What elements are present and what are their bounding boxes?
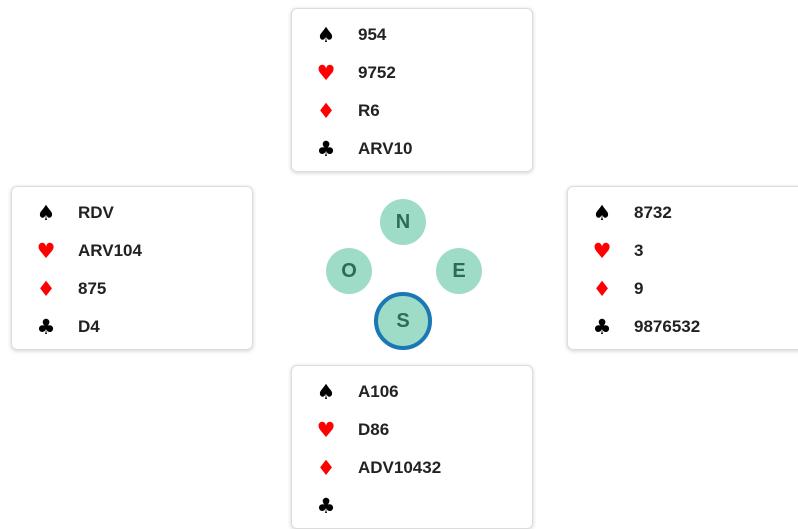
west-hearts-cards: ARV104 — [78, 241, 142, 260]
south-spades-cards: A106 — [358, 382, 399, 401]
spade-icon: ♠ — [592, 201, 612, 225]
west-spades-row: ♠ RDV — [12, 194, 114, 232]
south-diamonds-row: ♦ ADV10432 — [292, 449, 442, 487]
heart-icon: ♥ — [592, 239, 612, 263]
diamond-icon: ♦ — [316, 99, 336, 123]
east-clubs-row: ♣ 9876532 — [568, 308, 701, 346]
heart-icon: ♥ — [316, 61, 336, 85]
west-hearts-row: ♥ ARV104 — [12, 232, 142, 270]
north-clubs-row: ♣ ARV10 — [292, 130, 413, 168]
north-hand: ♠ 954 ♥ 9752 ♦ R6 ♣ ARV10 — [291, 8, 533, 172]
west-diamonds-row: ♦ 875 — [12, 270, 107, 308]
west-spades-cards: RDV — [78, 203, 114, 222]
north-clubs-cards: ARV10 — [358, 139, 413, 158]
spade-icon: ♠ — [316, 380, 336, 404]
north-hearts-row: ♥ 9752 — [292, 54, 396, 92]
north-diamonds-cards: R6 — [358, 101, 380, 120]
club-icon: ♣ — [592, 315, 612, 339]
west-hand: ♠ RDV ♥ ARV104 ♦ 875 ♣ D4 — [11, 186, 253, 350]
seat-north-button[interactable]: N — [380, 199, 426, 245]
south-diamonds-cards: ADV10432 — [358, 458, 442, 477]
east-hand: ♠ 8732 ♥ 3 ♦ 9 ♣ 9876532 — [567, 186, 798, 350]
south-hearts-cards: D86 — [358, 420, 390, 439]
east-spades-cards: 8732 — [634, 203, 672, 222]
east-diamonds-cards: 9 — [634, 279, 644, 298]
south-hand: ♠ A106 ♥ D86 ♦ ADV10432 ♣ — [291, 365, 533, 529]
club-icon: ♣ — [316, 137, 336, 161]
club-icon: ♣ — [316, 494, 336, 518]
south-hearts-row: ♥ D86 — [292, 411, 390, 449]
east-clubs-cards: 9876532 — [634, 317, 701, 336]
north-spades-cards: 954 — [358, 25, 387, 44]
south-clubs-row: ♣ — [292, 487, 358, 525]
north-hearts-cards: 9752 — [358, 63, 396, 82]
east-hearts-row: ♥ 3 — [568, 232, 644, 270]
east-diamonds-row: ♦ 9 — [568, 270, 644, 308]
spade-icon: ♠ — [316, 23, 336, 47]
east-spades-row: ♠ 8732 — [568, 194, 672, 232]
seat-east-button[interactable]: E — [436, 248, 482, 294]
heart-icon: ♥ — [316, 418, 336, 442]
seat-west-button[interactable]: O — [326, 248, 372, 294]
west-clubs-cards: D4 — [78, 317, 100, 336]
north-diamonds-row: ♦ R6 — [292, 92, 380, 130]
north-spades-row: ♠ 954 — [292, 16, 387, 54]
seat-south-button-selected[interactable]: S — [374, 292, 432, 350]
diamond-icon: ♦ — [592, 277, 612, 301]
south-spades-row: ♠ A106 — [292, 373, 399, 411]
west-clubs-row: ♣ D4 — [12, 308, 100, 346]
club-icon: ♣ — [36, 315, 56, 339]
west-diamonds-cards: 875 — [78, 279, 107, 298]
spade-icon: ♠ — [36, 201, 56, 225]
heart-icon: ♥ — [36, 239, 56, 263]
diamond-icon: ♦ — [36, 277, 56, 301]
east-hearts-cards: 3 — [634, 241, 644, 260]
diamond-icon: ♦ — [316, 456, 336, 480]
